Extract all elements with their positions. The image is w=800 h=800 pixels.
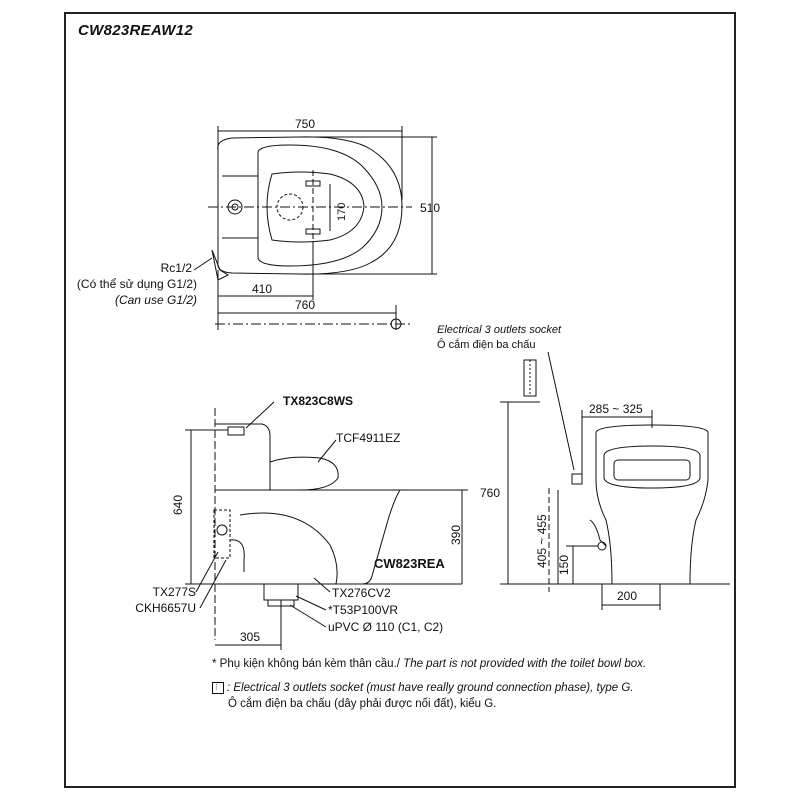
top-view bbox=[193, 126, 437, 330]
side-tank bbox=[215, 423, 271, 491]
label-gasket: *T53P100VR bbox=[328, 603, 398, 617]
dim-width-range: 285 ~ 325 bbox=[589, 402, 643, 416]
rc-label: Rc1/2 bbox=[161, 261, 193, 275]
model-code: CW823REAW12 bbox=[78, 22, 194, 39]
label-bowl: CW823REA bbox=[374, 556, 445, 571]
rc-note-en: (Can use G1/2) bbox=[115, 293, 197, 307]
note-1-en: The part is not provided with the toilet… bbox=[403, 658, 647, 670]
label-valve: TX277S bbox=[153, 585, 196, 599]
dim-supply-offset: 410 bbox=[252, 282, 272, 296]
top-view-outline bbox=[217, 136, 403, 275]
top-view-seat bbox=[257, 144, 383, 267]
label-seat: TCF4911EZ bbox=[336, 431, 400, 445]
socket-icon: ⋮⋮ bbox=[212, 681, 227, 694]
label-cap: TX823C8WS bbox=[283, 394, 353, 408]
dim-height-seat: 390 bbox=[449, 525, 463, 545]
dim-rough-in: 305 bbox=[240, 630, 260, 644]
note-2-vi: Ô cắm điện ba chấu (dây phải được nối đấ… bbox=[228, 698, 497, 710]
rc-note-vi: (Có thể sử dụng G1/2) bbox=[77, 277, 197, 291]
dim-width: 750 bbox=[295, 117, 315, 131]
front-view bbox=[500, 351, 730, 610]
dim-base-width: 200 bbox=[617, 589, 637, 603]
dim-overall-offset: 760 bbox=[295, 298, 315, 312]
dim-bolt-spacing: 170 bbox=[336, 203, 348, 221]
note-1: * Phụ kiện không bán kèm thân cầu./ The … bbox=[212, 656, 646, 672]
dim-depth: 510 bbox=[420, 201, 440, 215]
side-trapway bbox=[239, 512, 338, 585]
front-seat bbox=[603, 445, 701, 489]
label-pipe: uPVC Ø 110 (C1, C2) bbox=[328, 620, 443, 634]
side-seat bbox=[269, 456, 339, 491]
dim-height-socket: 760 bbox=[480, 486, 500, 500]
drain-pipe bbox=[263, 583, 299, 601]
socket-marker bbox=[571, 473, 583, 485]
label-flange: TX276CV2 bbox=[332, 586, 391, 600]
side-view bbox=[185, 401, 468, 650]
dim-height-range: 405 ~ 455 bbox=[535, 514, 549, 568]
side-bowl bbox=[215, 489, 401, 585]
dim-height-low: 150 bbox=[557, 555, 571, 575]
notes: * Phụ kiện không bán kèm thân cầu./ The … bbox=[212, 656, 646, 712]
drawing-frame bbox=[64, 12, 736, 788]
top-view-bowl bbox=[266, 171, 365, 243]
label-hose: CKH6657U bbox=[135, 601, 196, 615]
note-1-vi: * Phụ kiện không bán kèm thân cầu./ bbox=[212, 658, 400, 670]
cap-button bbox=[227, 426, 245, 436]
note-2: ⋮⋮: Electrical 3 outlets socket (must ha… bbox=[212, 680, 646, 696]
dim-height-total: 640 bbox=[171, 495, 185, 515]
note-2-en: : Electrical 3 outlets socket (must have… bbox=[227, 682, 634, 694]
socket-label-vi: Ô cắm điện ba chấu bbox=[437, 338, 535, 351]
socket-label-en: Electrical 3 outlets socket bbox=[437, 324, 562, 336]
